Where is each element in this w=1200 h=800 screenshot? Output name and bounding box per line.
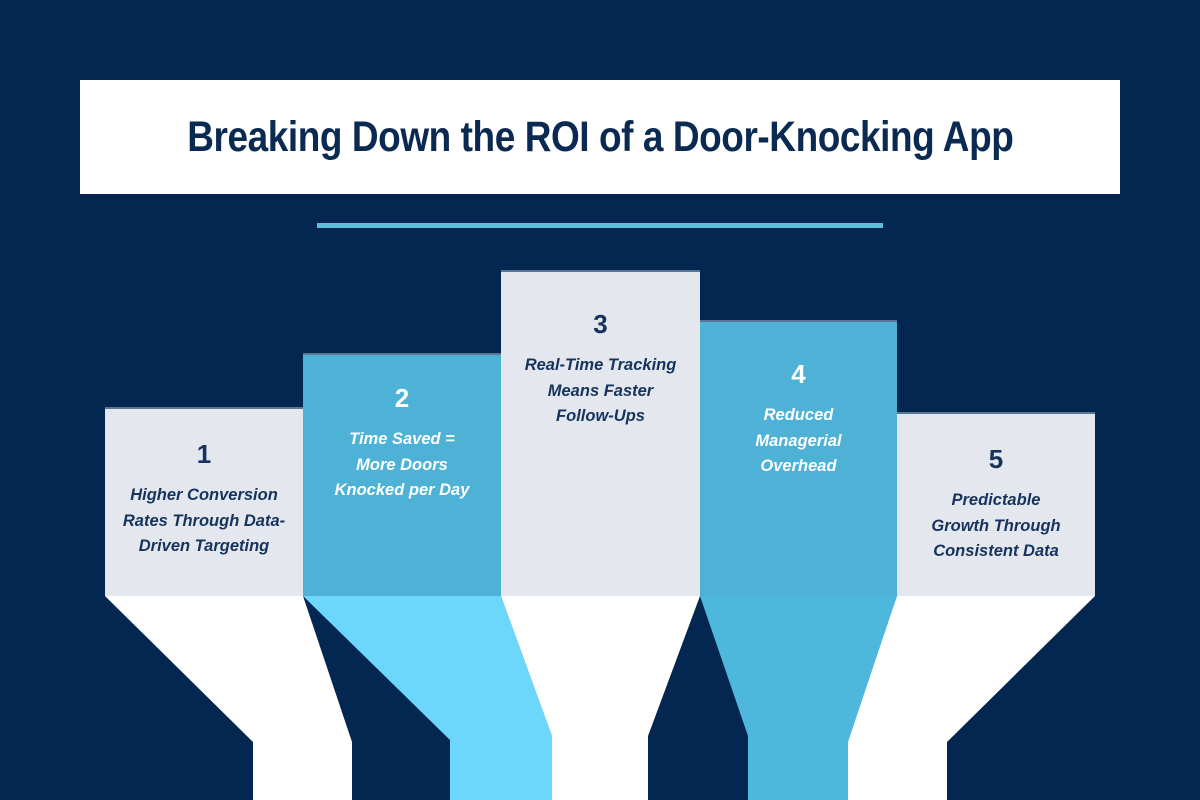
funnel-step-5[interactable]: 5 Predictable Growth Through Consistent … [897, 412, 1095, 596]
funnel-step-1[interactable]: 1 Higher Conversion Rates Through Data- … [105, 407, 303, 596]
funnel-step-4[interactable]: 4 Reduced Managerial Overhead [700, 320, 897, 596]
step-1-label: Higher Conversion Rates Through Data- Dr… [122, 486, 286, 556]
step-4-label: Reduced Managerial Overhead [755, 406, 842, 476]
funnel-band-5 [848, 596, 1095, 800]
funnel-band-3 [501, 596, 700, 800]
step-4-number: 4 [791, 359, 806, 389]
step-3-label: Real-Time Tracking Means Faster Follow-U… [524, 356, 677, 426]
title-card: Breaking Down the ROI of a Door-Knocking… [80, 80, 1120, 194]
step-5-label: Predictable Growth Through Consistent Da… [931, 491, 1061, 561]
funnel-band-4 [700, 596, 897, 800]
step-1-number: 1 [196, 439, 212, 469]
step-2-label: Time Saved = More Doors Knocked per Day [334, 430, 470, 500]
funnel-band-1 [105, 596, 352, 800]
step-5-number: 5 [988, 444, 1004, 474]
step-2-number: 2 [394, 383, 410, 413]
funnel-step-2[interactable]: 2 Time Saved = More Doors Knocked per Da… [303, 353, 501, 596]
title-divider [317, 223, 883, 228]
page-title: Breaking Down the ROI of a Door-Knocking… [186, 112, 1014, 161]
funnel-band-2 [303, 596, 552, 800]
step-3-number: 3 [593, 309, 608, 339]
funnel-step-3[interactable]: 3 Real-Time Tracking Means Faster Follow… [501, 270, 700, 596]
